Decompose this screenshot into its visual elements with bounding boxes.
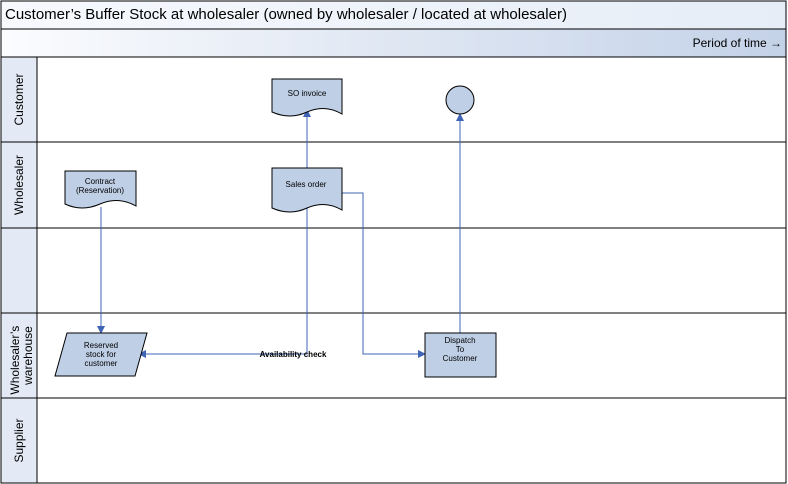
lane-label-warehouse: Wholesaler’s warehouse bbox=[8, 322, 35, 394]
node-dispatch[interactable]: Dispatch To Customer bbox=[424, 332, 497, 378]
availability-check-label: Availability check bbox=[260, 350, 327, 359]
so-invoice-label: SO invoice bbox=[288, 89, 327, 98]
contract-label-line2: (Reservation) bbox=[76, 186, 124, 195]
connector-sales-order-to-reserved-stock bbox=[138, 208, 308, 358]
reserved-stock-line2: stock for bbox=[86, 350, 117, 359]
period-bar: Period of time → bbox=[0, 28, 787, 58]
reserved-stock-line3: customer bbox=[85, 359, 118, 368]
period-label: Period of time → bbox=[693, 36, 782, 50]
end-event-circle bbox=[445, 85, 475, 115]
diagram-title: Customer’s Buffer Stock at wholesaler (o… bbox=[5, 6, 567, 23]
lane-blank bbox=[0, 227, 787, 314]
connector-sales-order-to-dispatch bbox=[342, 192, 426, 358]
dispatch-line3: Customer bbox=[443, 354, 478, 363]
node-reserved-stock[interactable]: Reserved stock for customer bbox=[54, 332, 148, 377]
dispatch-line2: To bbox=[456, 345, 465, 354]
reserved-stock-line1: Reserved bbox=[84, 341, 118, 350]
node-sales-order[interactable]: Sales order bbox=[271, 167, 343, 213]
lane-label-wholesaler: Wholesaler bbox=[12, 155, 26, 215]
lane-customer: Customer bbox=[0, 56, 787, 143]
contract-label-line1: Contract bbox=[85, 177, 116, 186]
connectors: Availability check bbox=[97, 109, 464, 359]
lane-label-customer: Customer bbox=[12, 73, 26, 125]
node-contract[interactable]: Contract (Reservation) bbox=[64, 170, 137, 209]
node-end-event[interactable] bbox=[445, 85, 475, 115]
lane-supplier: Supplier bbox=[0, 397, 787, 484]
lane-label-supplier: Supplier bbox=[12, 418, 26, 462]
node-so-invoice[interactable]: SO invoice bbox=[271, 78, 343, 117]
sales-order-label: Sales order bbox=[286, 180, 327, 189]
title-bar: Customer’s Buffer Stock at wholesaler (o… bbox=[0, 0, 787, 30]
dispatch-line1: Dispatch bbox=[444, 336, 475, 345]
